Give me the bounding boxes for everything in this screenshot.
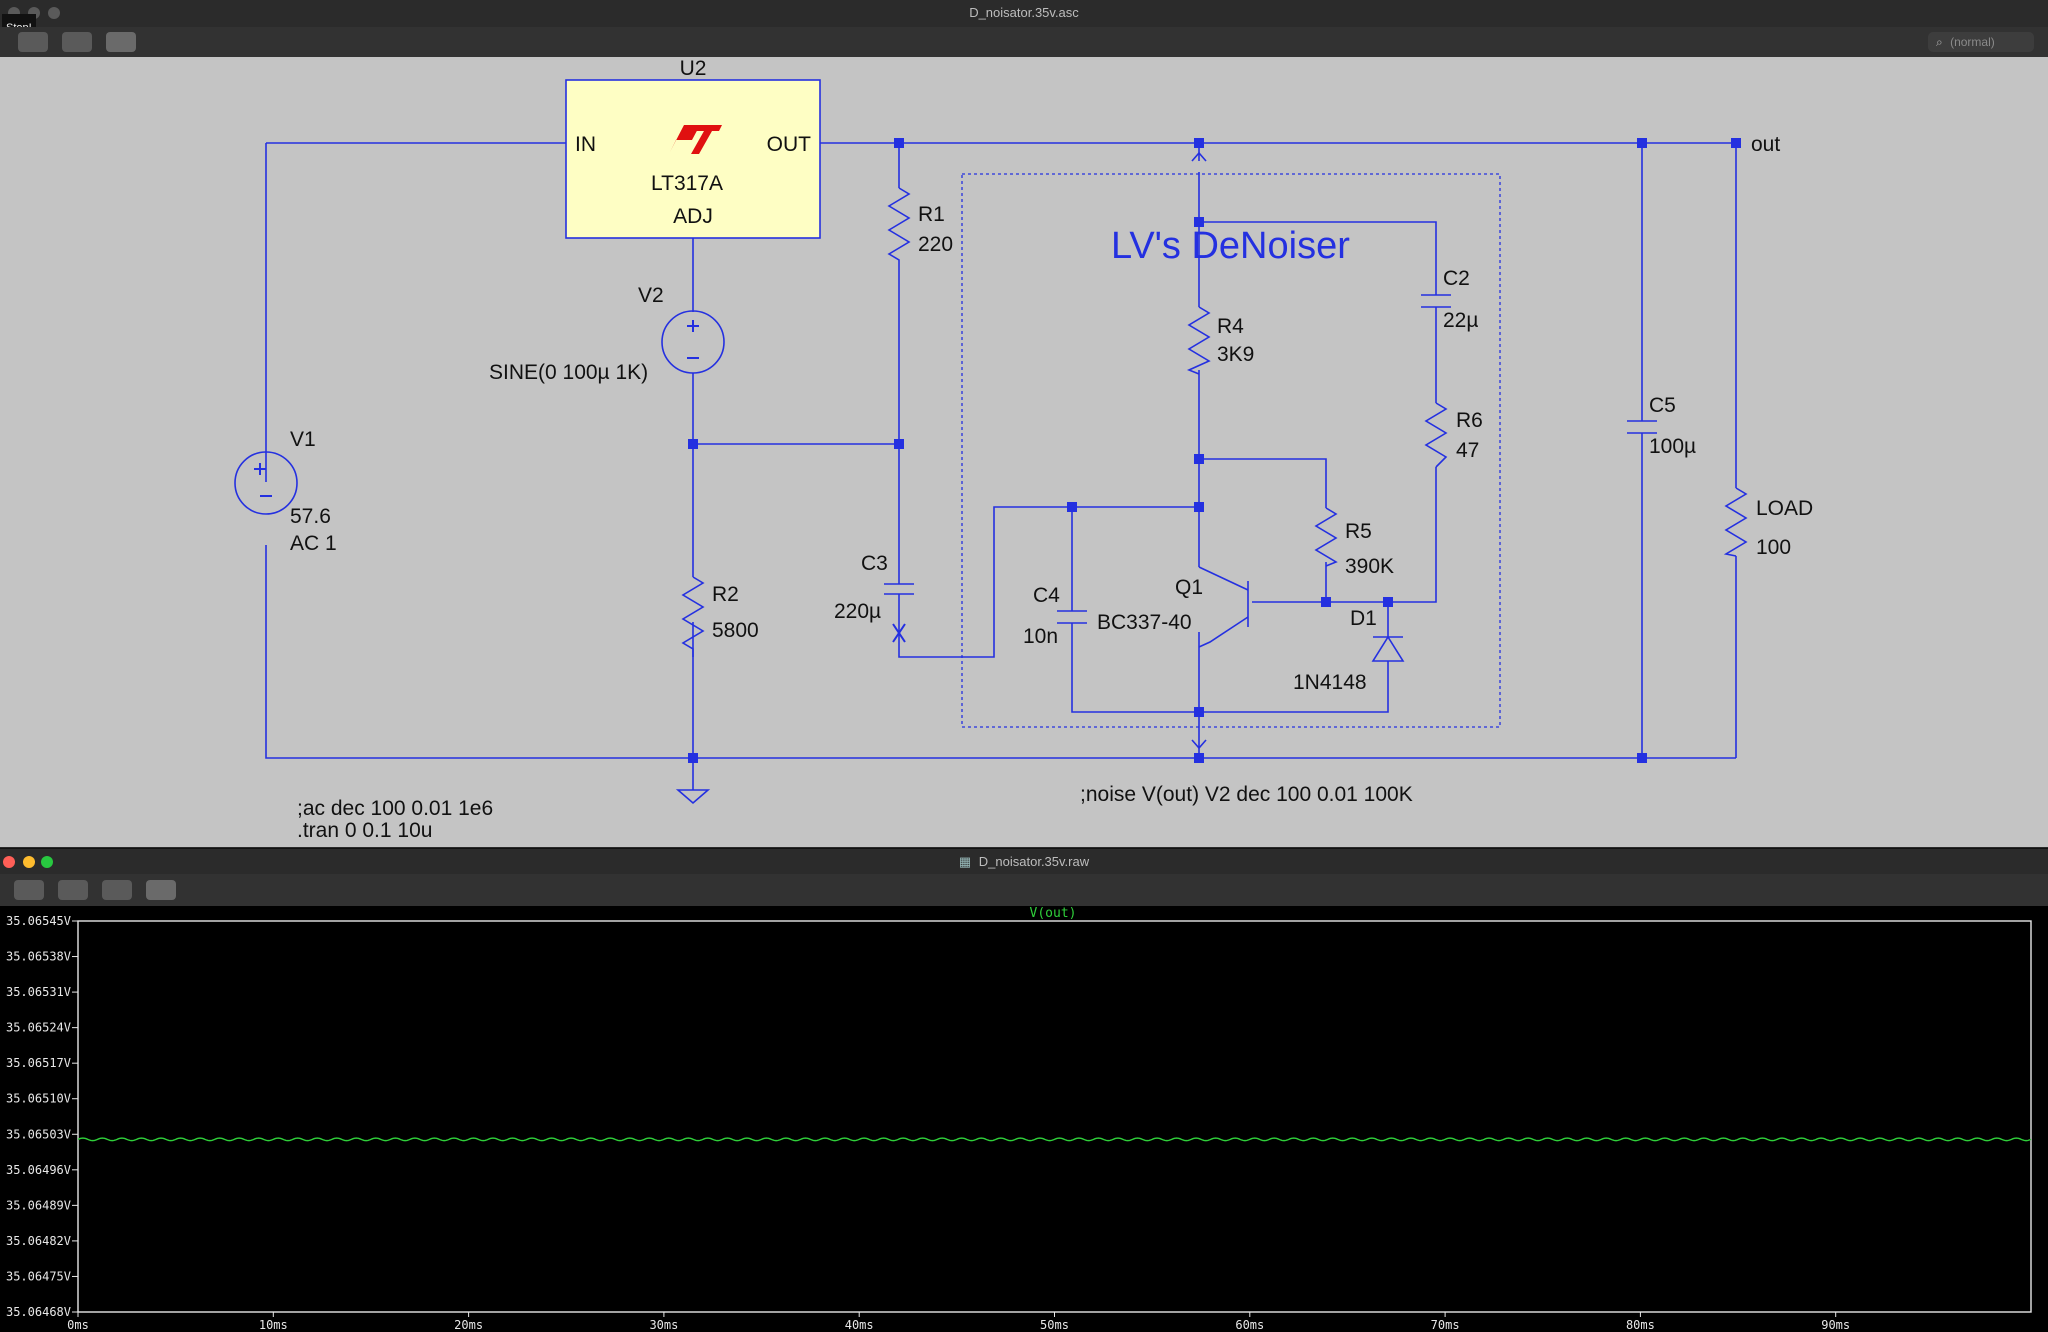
r5-ref: R5 — [1345, 520, 1372, 543]
y-tick-label: 35.06468V — [6, 1305, 71, 1319]
zoom-fit-button[interactable] — [102, 880, 132, 900]
c4-ref: C4 — [1033, 584, 1060, 607]
no-connect-x-icon — [892, 623, 906, 643]
y-tick-label: 35.06545V — [6, 914, 71, 928]
x-tick-label: 70ms — [1431, 1318, 1460, 1332]
schematic-canvas[interactable]: U2 IN OUT LT317A ADJ out V2 SINE(0 100µ … — [0, 57, 2048, 847]
r6-ref: R6 — [1456, 409, 1483, 432]
c2-value: 22µ — [1443, 309, 1478, 332]
hand-tool-button[interactable] — [62, 32, 92, 52]
v1-value: 57.6 — [290, 505, 331, 528]
y-tick-label: 35.06475V — [6, 1269, 71, 1283]
y-tick-label: 35.06517V — [6, 1056, 71, 1070]
c3-ref: C3 — [861, 552, 888, 575]
v2-plus-icon — [687, 320, 699, 332]
block-title: LV's DeNoiser — [1111, 225, 1350, 267]
vout-trace — [77, 1137, 2032, 1142]
directive-ac: ;ac dec 100 0.01 1e6 — [297, 797, 493, 820]
plot-title: V(out) — [1030, 906, 1077, 921]
directive-tran: .tran 0 0.1 10u — [297, 819, 432, 842]
search-field[interactable]: ⌕ (normal) — [1928, 32, 2034, 52]
q1-ref: Q1 — [1175, 576, 1203, 599]
y-tick-label: 35.06538V — [6, 950, 71, 964]
c5-ref: C5 — [1649, 394, 1676, 417]
net-label-out: out — [1751, 133, 1780, 156]
c4-value: 10n — [1023, 625, 1058, 648]
waveform-file-icon: ▦ — [958, 854, 972, 869]
x-tick-label: 10ms — [259, 1318, 288, 1332]
v1-ref: V1 — [290, 428, 316, 451]
regulator-u2[interactable] — [565, 79, 821, 239]
y-tick-label: 35.06482V — [6, 1234, 71, 1248]
load-ref: LOAD — [1756, 497, 1813, 520]
u2-pin-out: OUT — [767, 133, 812, 156]
r4-ref: R4 — [1217, 315, 1244, 338]
delete-trace-button[interactable] — [14, 880, 44, 900]
v1-value2: AC 1 — [290, 532, 337, 555]
v1-plus-icon — [254, 463, 266, 475]
c2-ref: C2 — [1443, 267, 1470, 290]
r1-ref: R1 — [918, 203, 945, 226]
waveform-window-title: D_noisator.35v.raw — [978, 854, 1090, 869]
waveform-window-titlebar: ▦ D_noisator.35v.raw — [0, 848, 2048, 875]
v2-ref: V2 — [638, 284, 664, 307]
x-tick-label: 40ms — [845, 1318, 874, 1332]
directive-noise: ;noise V(out) V2 dec 100 0.01 100K — [1080, 783, 1413, 806]
zoom-icon[interactable] — [48, 7, 60, 19]
r2-value: 5800 — [712, 619, 759, 642]
schematic-toolbar: ⌕ (normal) — [0, 27, 2048, 58]
y-tick-label: 35.06496V — [6, 1163, 71, 1177]
schematic-window-titlebar: Stop! D_noisator.35v.asc — [0, 0, 2048, 42]
load-value: 100 — [1756, 536, 1791, 559]
y-tick-label: 35.06503V — [6, 1127, 71, 1141]
waveform-plot[interactable]: V(out) 35.06545V 35.06538V 35.06531V 35.065… — [0, 906, 2048, 1332]
d1-value: 1N4148 — [1293, 671, 1367, 694]
x-tick-label: 20ms — [454, 1318, 483, 1332]
r2-ref: R2 — [712, 583, 739, 606]
lt-logo — [670, 125, 722, 154]
x-tick-label: 30ms — [649, 1318, 678, 1332]
x-tick-label: 60ms — [1235, 1318, 1264, 1332]
c5-value: 100µ — [1649, 435, 1696, 458]
close-icon[interactable] — [3, 856, 15, 868]
y-tick-label: 35.06489V — [6, 1198, 71, 1212]
waveform-toolbar — [0, 874, 2048, 907]
y-tick-label: 35.06531V — [6, 985, 71, 999]
search-placeholder: (normal) — [1950, 35, 1995, 49]
x-tick-label: 80ms — [1626, 1318, 1655, 1332]
schematic-window-title: D_noisator.35v.asc — [969, 5, 1079, 20]
y-tick-label: 35.06524V — [6, 1021, 71, 1035]
u2-pin-adj: ADJ — [673, 205, 713, 228]
r5-value: 390K — [1345, 555, 1394, 578]
x-tick-label: 90ms — [1821, 1318, 1850, 1332]
r6-value: 47 — [1456, 439, 1479, 462]
u2-part: LT317A — [651, 172, 723, 195]
d1-ref: D1 — [1350, 607, 1377, 630]
c3-value: 220µ — [834, 600, 881, 623]
probe-tool-button[interactable] — [146, 880, 176, 900]
u2-ref: U2 — [680, 57, 707, 80]
minimize-icon[interactable] — [23, 856, 35, 868]
y-tick-label: 35.06510V — [6, 1092, 71, 1106]
v2-value: SINE(0 100µ 1K) — [489, 361, 648, 384]
r4-value: 3K9 — [1217, 343, 1254, 366]
autorange-button[interactable] — [58, 880, 88, 900]
pan-tool-button[interactable] — [18, 32, 48, 52]
search-icon: ⌕ — [1936, 35, 1943, 49]
x-tick-label: 50ms — [1040, 1318, 1069, 1332]
q1-value: BC337-40 — [1097, 611, 1192, 634]
x-tick-label: 0ms — [67, 1318, 89, 1332]
zoom-icon[interactable] — [41, 856, 53, 868]
r1-value: 220 — [918, 233, 953, 256]
u2-pin-in: IN — [575, 133, 596, 156]
probe-tool-button[interactable] — [106, 32, 136, 52]
